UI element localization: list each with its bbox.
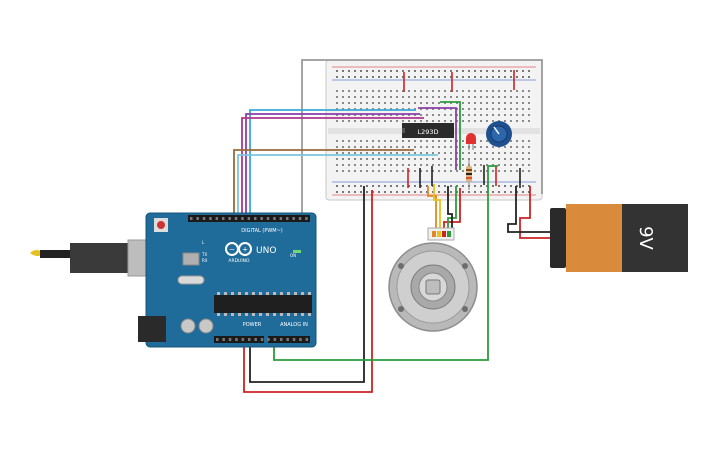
svg-text:+: + [242,246,248,254]
wire-black-gnd [249,186,365,383]
wire-purple [245,113,420,215]
arduino-uno[interactable]: DIGITAL (PWM~) − + UNO ARDUINO L TX RX O… [138,212,317,348]
on-label: ON [290,253,296,258]
wire-brown [233,149,414,215]
potentiometer[interactable] [486,121,512,147]
wire-purple-bb [418,107,457,170]
analog-label: ANALOG IN [280,322,308,328]
wire-blue [249,109,416,215]
wire-green-bb [440,101,461,170]
resistor[interactable] [466,160,472,190]
battery-9v[interactable]: 9V [550,204,688,272]
rx-label: RX [202,258,208,263]
brand-label: ARDUINO [228,258,250,264]
power-header [214,336,264,343]
breadboard-holes [336,70,530,193]
usb-cable [30,239,149,277]
wire-battery-black [507,186,552,233]
l-led-label: L [202,240,205,245]
analog-header [268,336,310,343]
red-led[interactable] [466,133,476,150]
digital-label: DIGITAL (PWM~) [241,228,283,234]
signal-wires [233,59,543,215]
wire-motor-orange [427,186,437,232]
motor-wires [427,184,461,232]
power-pins [216,338,309,341]
wire-green-a0 [273,165,498,361]
power-jack [138,316,166,342]
power-label: POWER [243,322,262,328]
wire-battery-red [519,186,552,239]
breadboard-jumpers [403,70,521,188]
svg-text:−: − [229,246,235,254]
wire-motor-yellow [433,184,441,232]
tx-label: TX [201,252,207,257]
chip-label: L293D [417,128,438,136]
arduino-logo: − + [225,242,252,256]
wire-motor-black [447,186,453,232]
power-wires [243,165,498,393]
wire-magenta [241,117,424,215]
wire-gray [301,59,543,215]
dc-motor[interactable] [388,227,478,332]
wire-red-5v [243,190,373,393]
wire-lightblue [237,154,438,215]
atmega-chip [214,295,312,313]
board-name: UNO [256,246,276,256]
battery-label: 9V [635,226,656,250]
l293d-chip[interactable]: L293D [402,123,454,138]
battery-wires [507,186,552,239]
digital-pins [190,217,308,220]
chip-pins [217,292,311,316]
